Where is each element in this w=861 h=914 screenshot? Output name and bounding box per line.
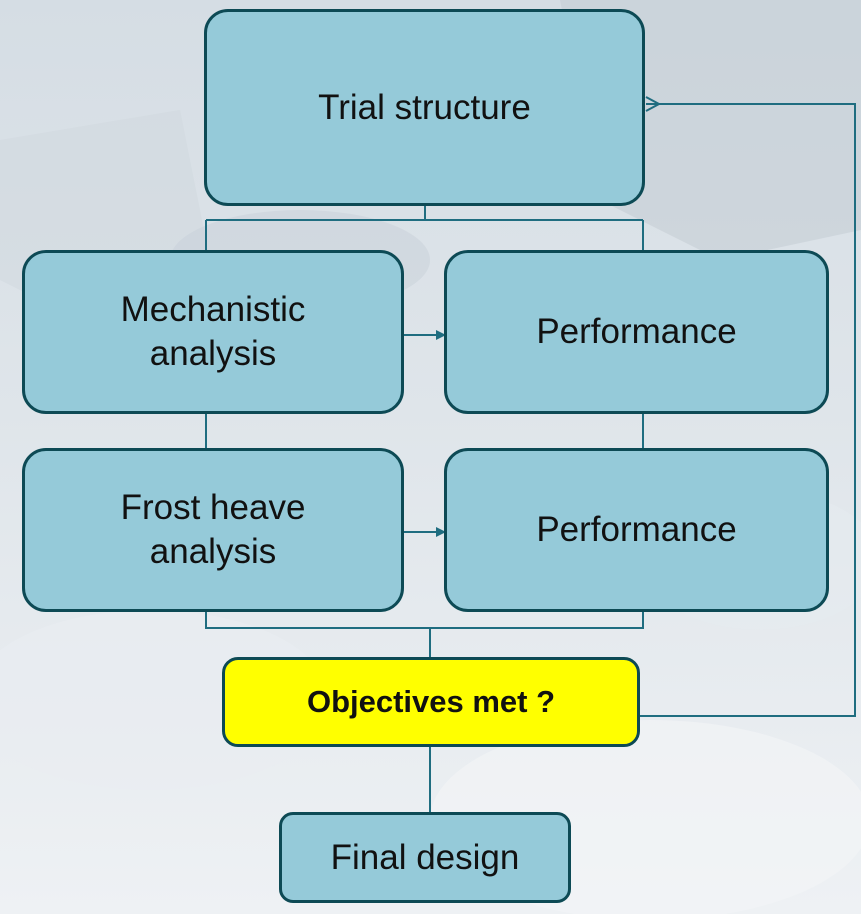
mechanistic-analysis-label-line2: analysis	[149, 334, 277, 373]
performance-label-1: Performance	[536, 312, 737, 351]
performance-box-2: Performance	[444, 448, 829, 612]
objectives-met-label: Objectives met ?	[306, 684, 556, 719]
mechanistic-analysis-label-line1: Mechanistic	[120, 290, 306, 329]
merge-bracket	[205, 612, 644, 657]
final-design-label: Final design	[330, 837, 520, 877]
frost-heave-analysis-label-line2: analysis	[149, 532, 277, 571]
split-bracket	[205, 206, 644, 250]
feedback-arrow	[640, 104, 856, 717]
performance-box-1: Performance	[444, 250, 829, 414]
objectives-met-box: Objectives met ?	[222, 657, 640, 747]
mechanistic-analysis-box: Mechanistic analysis	[22, 250, 404, 414]
frost-heave-analysis-label-line1: Frost heave	[120, 488, 306, 527]
frost-heave-analysis-box: Frost heave analysis	[22, 448, 404, 612]
final-design-box: Final design	[279, 812, 571, 903]
trial-structure-label: Trial structure	[318, 87, 531, 127]
performance-label-2: Performance	[536, 510, 737, 549]
trial-structure-box: Trial structure	[204, 9, 645, 206]
